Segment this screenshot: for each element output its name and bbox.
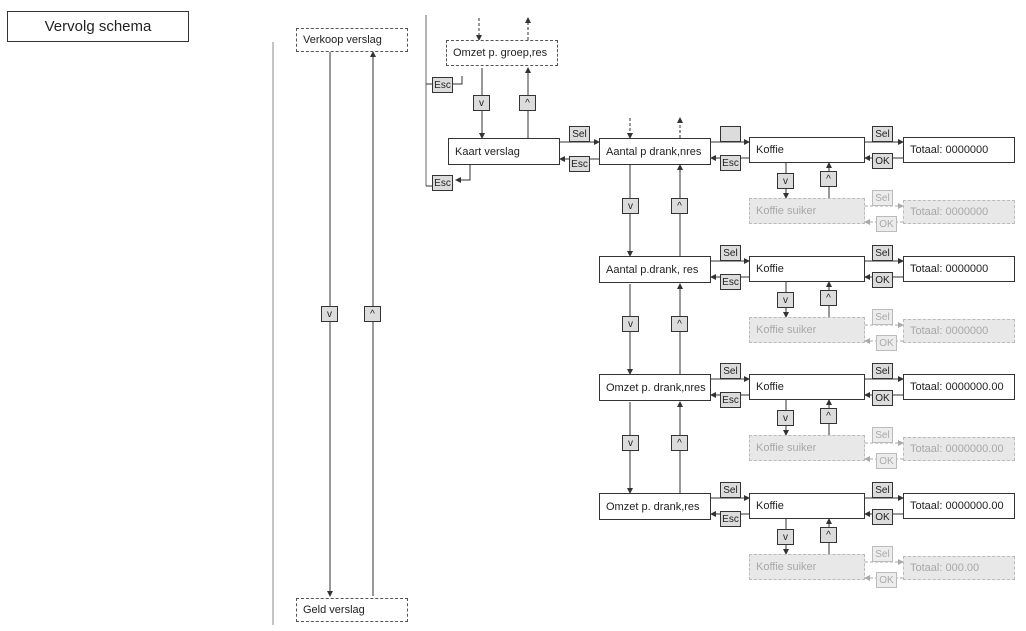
down-key[interactable]: v — [777, 292, 794, 308]
down-key[interactable]: v — [777, 173, 794, 189]
ghost-item-box: Koffie suiker — [749, 554, 865, 580]
esc-key[interactable]: Esc — [720, 511, 741, 527]
report-label-box[interactable]: Aantal p drank,nres — [599, 138, 711, 165]
item-box[interactable]: Koffie — [749, 374, 865, 400]
esc-key[interactable]: Esc — [720, 274, 741, 290]
sel-key: Sel — [872, 309, 893, 325]
item-box[interactable]: Koffie — [749, 256, 865, 282]
item-box[interactable]: Koffie — [749, 493, 865, 519]
sel-key[interactable]: Sel — [872, 245, 893, 261]
esc-key[interactable]: Esc — [432, 77, 453, 93]
sel-key[interactable]: Sel — [720, 245, 741, 261]
ok-key: OK — [876, 216, 897, 232]
blank-key[interactable] — [720, 126, 741, 142]
esc-key[interactable]: Esc — [720, 392, 741, 408]
total-box[interactable]: Totaal: 0000000.00 — [903, 493, 1015, 519]
sel-key[interactable]: Sel — [569, 126, 590, 142]
report-label-box[interactable]: Omzet p. drank,nres — [599, 374, 711, 401]
down-key[interactable]: v — [321, 306, 338, 322]
ghost-item-box: Koffie suiker — [749, 435, 865, 461]
up-key[interactable]: ^ — [820, 527, 837, 543]
up-key[interactable]: ^ — [820, 171, 837, 187]
geld-verslag-box[interactable]: Geld verslag — [296, 598, 408, 622]
sel-key: Sel — [872, 190, 893, 206]
sel-key[interactable]: Sel — [872, 363, 893, 379]
omzet-groep-box[interactable]: Omzet p. groep,res — [446, 40, 558, 66]
up-key[interactable]: ^ — [671, 316, 688, 332]
ok-key[interactable]: OK — [872, 509, 893, 525]
report-label-box[interactable]: Aantal p.drank, res — [599, 256, 711, 283]
down-key[interactable]: v — [622, 198, 639, 214]
down-key[interactable]: v — [777, 410, 794, 426]
ok-key: OK — [876, 572, 897, 588]
sel-key: Sel — [872, 546, 893, 562]
esc-key[interactable]: Esc — [720, 155, 741, 171]
sel-key[interactable]: Sel — [872, 482, 893, 498]
verkoop-verslag-box[interactable]: Verkoop verslag — [296, 28, 408, 52]
up-key[interactable]: ^ — [671, 198, 688, 214]
down-key[interactable]: v — [473, 95, 490, 111]
page-title: Vervolg schema — [7, 11, 189, 42]
down-key[interactable]: v — [622, 316, 639, 332]
kaart-verslag-box[interactable]: Kaart verslag — [448, 138, 560, 165]
total-box[interactable]: Totaal: 0000000.00 — [903, 374, 1015, 400]
esc-key[interactable]: Esc — [432, 175, 453, 191]
ghost-total-box: Totaal: 0000000.00 — [903, 437, 1015, 461]
ghost-item-box: Koffie suiker — [749, 198, 865, 224]
esc-key[interactable]: Esc — [569, 156, 590, 172]
item-box[interactable]: Koffie — [749, 137, 865, 163]
total-box[interactable]: Totaal: 0000000 — [903, 256, 1015, 282]
report-label-box[interactable]: Omzet p. drank,res — [599, 493, 711, 520]
total-box[interactable]: Totaal: 0000000 — [903, 137, 1015, 163]
down-key[interactable]: v — [777, 529, 794, 545]
sel-key: Sel — [872, 427, 893, 443]
ghost-total-box: Totaal: 0000000 — [903, 319, 1015, 343]
up-key[interactable]: ^ — [519, 95, 536, 111]
ghost-total-box: Totaal: 000.00 — [903, 556, 1015, 580]
up-key[interactable]: ^ — [364, 306, 381, 322]
sel-key[interactable]: Sel — [720, 363, 741, 379]
ok-key: OK — [876, 453, 897, 469]
up-key[interactable]: ^ — [820, 408, 837, 424]
ok-key[interactable]: OK — [872, 272, 893, 288]
sel-key[interactable]: Sel — [872, 126, 893, 142]
ok-key[interactable]: OK — [872, 153, 893, 169]
down-key[interactable]: v — [622, 435, 639, 451]
ghost-total-box: Totaal: 0000000 — [903, 200, 1015, 224]
sel-key[interactable]: Sel — [720, 482, 741, 498]
ok-key[interactable]: OK — [872, 390, 893, 406]
up-key[interactable]: ^ — [671, 435, 688, 451]
up-key[interactable]: ^ — [820, 290, 837, 306]
ok-key: OK — [876, 335, 897, 351]
ghost-item-box: Koffie suiker — [749, 317, 865, 343]
